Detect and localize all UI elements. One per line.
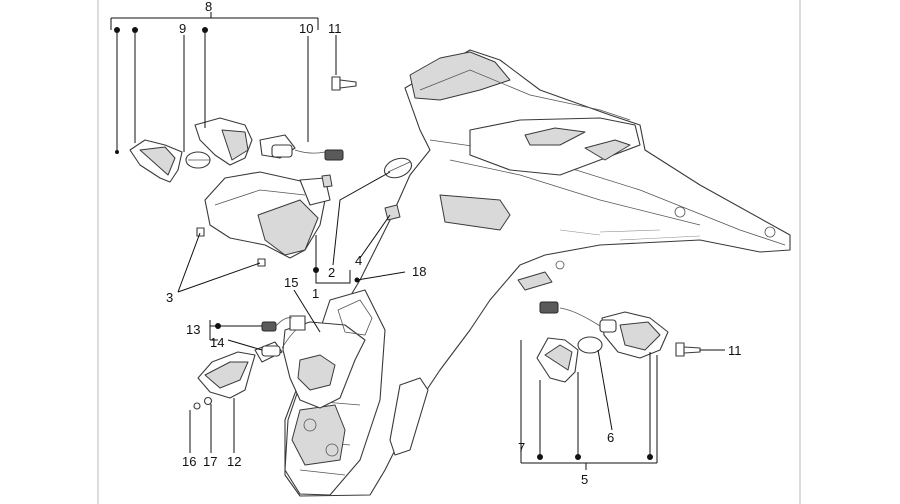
callout-11-right: 11 xyxy=(728,343,742,358)
callout-17: 17 xyxy=(203,454,217,469)
callout-9: 9 xyxy=(179,21,186,36)
callout-4: 4 xyxy=(355,253,362,268)
turn-signal-bottom-right xyxy=(536,301,701,383)
callout-18: 18 xyxy=(412,264,426,279)
turn-signal-bottom-left xyxy=(197,315,306,399)
license-plate-light-15 xyxy=(282,299,373,409)
callout-leaders xyxy=(110,12,725,470)
callout-8: 8 xyxy=(205,0,212,14)
tail-light-left xyxy=(204,171,331,259)
callout-7: 7 xyxy=(518,440,525,455)
callout-5: 5 xyxy=(581,472,588,487)
rear-frame-assembly xyxy=(284,49,791,497)
callout-10: 10 xyxy=(299,21,313,36)
callout-12: 12 xyxy=(227,454,241,469)
callout-1: 1 xyxy=(312,286,319,301)
callout-16: 16 xyxy=(182,454,196,469)
screw-3 xyxy=(196,227,266,267)
callout-11-top: 11 xyxy=(328,21,342,36)
callout-15: 15 xyxy=(284,275,298,290)
turn-signal-top-left xyxy=(129,117,344,183)
callout-labels: 8 9 10 11 3 2 4 18 1 15 13 14 16 17 12 7… xyxy=(166,0,742,487)
screw-16-17 xyxy=(193,396,213,410)
callout-2: 2 xyxy=(328,265,335,280)
callout-6: 6 xyxy=(607,430,614,445)
screw-11-top xyxy=(331,76,357,91)
callout-3: 3 xyxy=(166,290,173,305)
callout-14: 14 xyxy=(210,335,224,350)
callout-13: 13 xyxy=(186,322,200,337)
bulb-2 xyxy=(383,157,413,179)
clip-4 xyxy=(321,174,401,221)
